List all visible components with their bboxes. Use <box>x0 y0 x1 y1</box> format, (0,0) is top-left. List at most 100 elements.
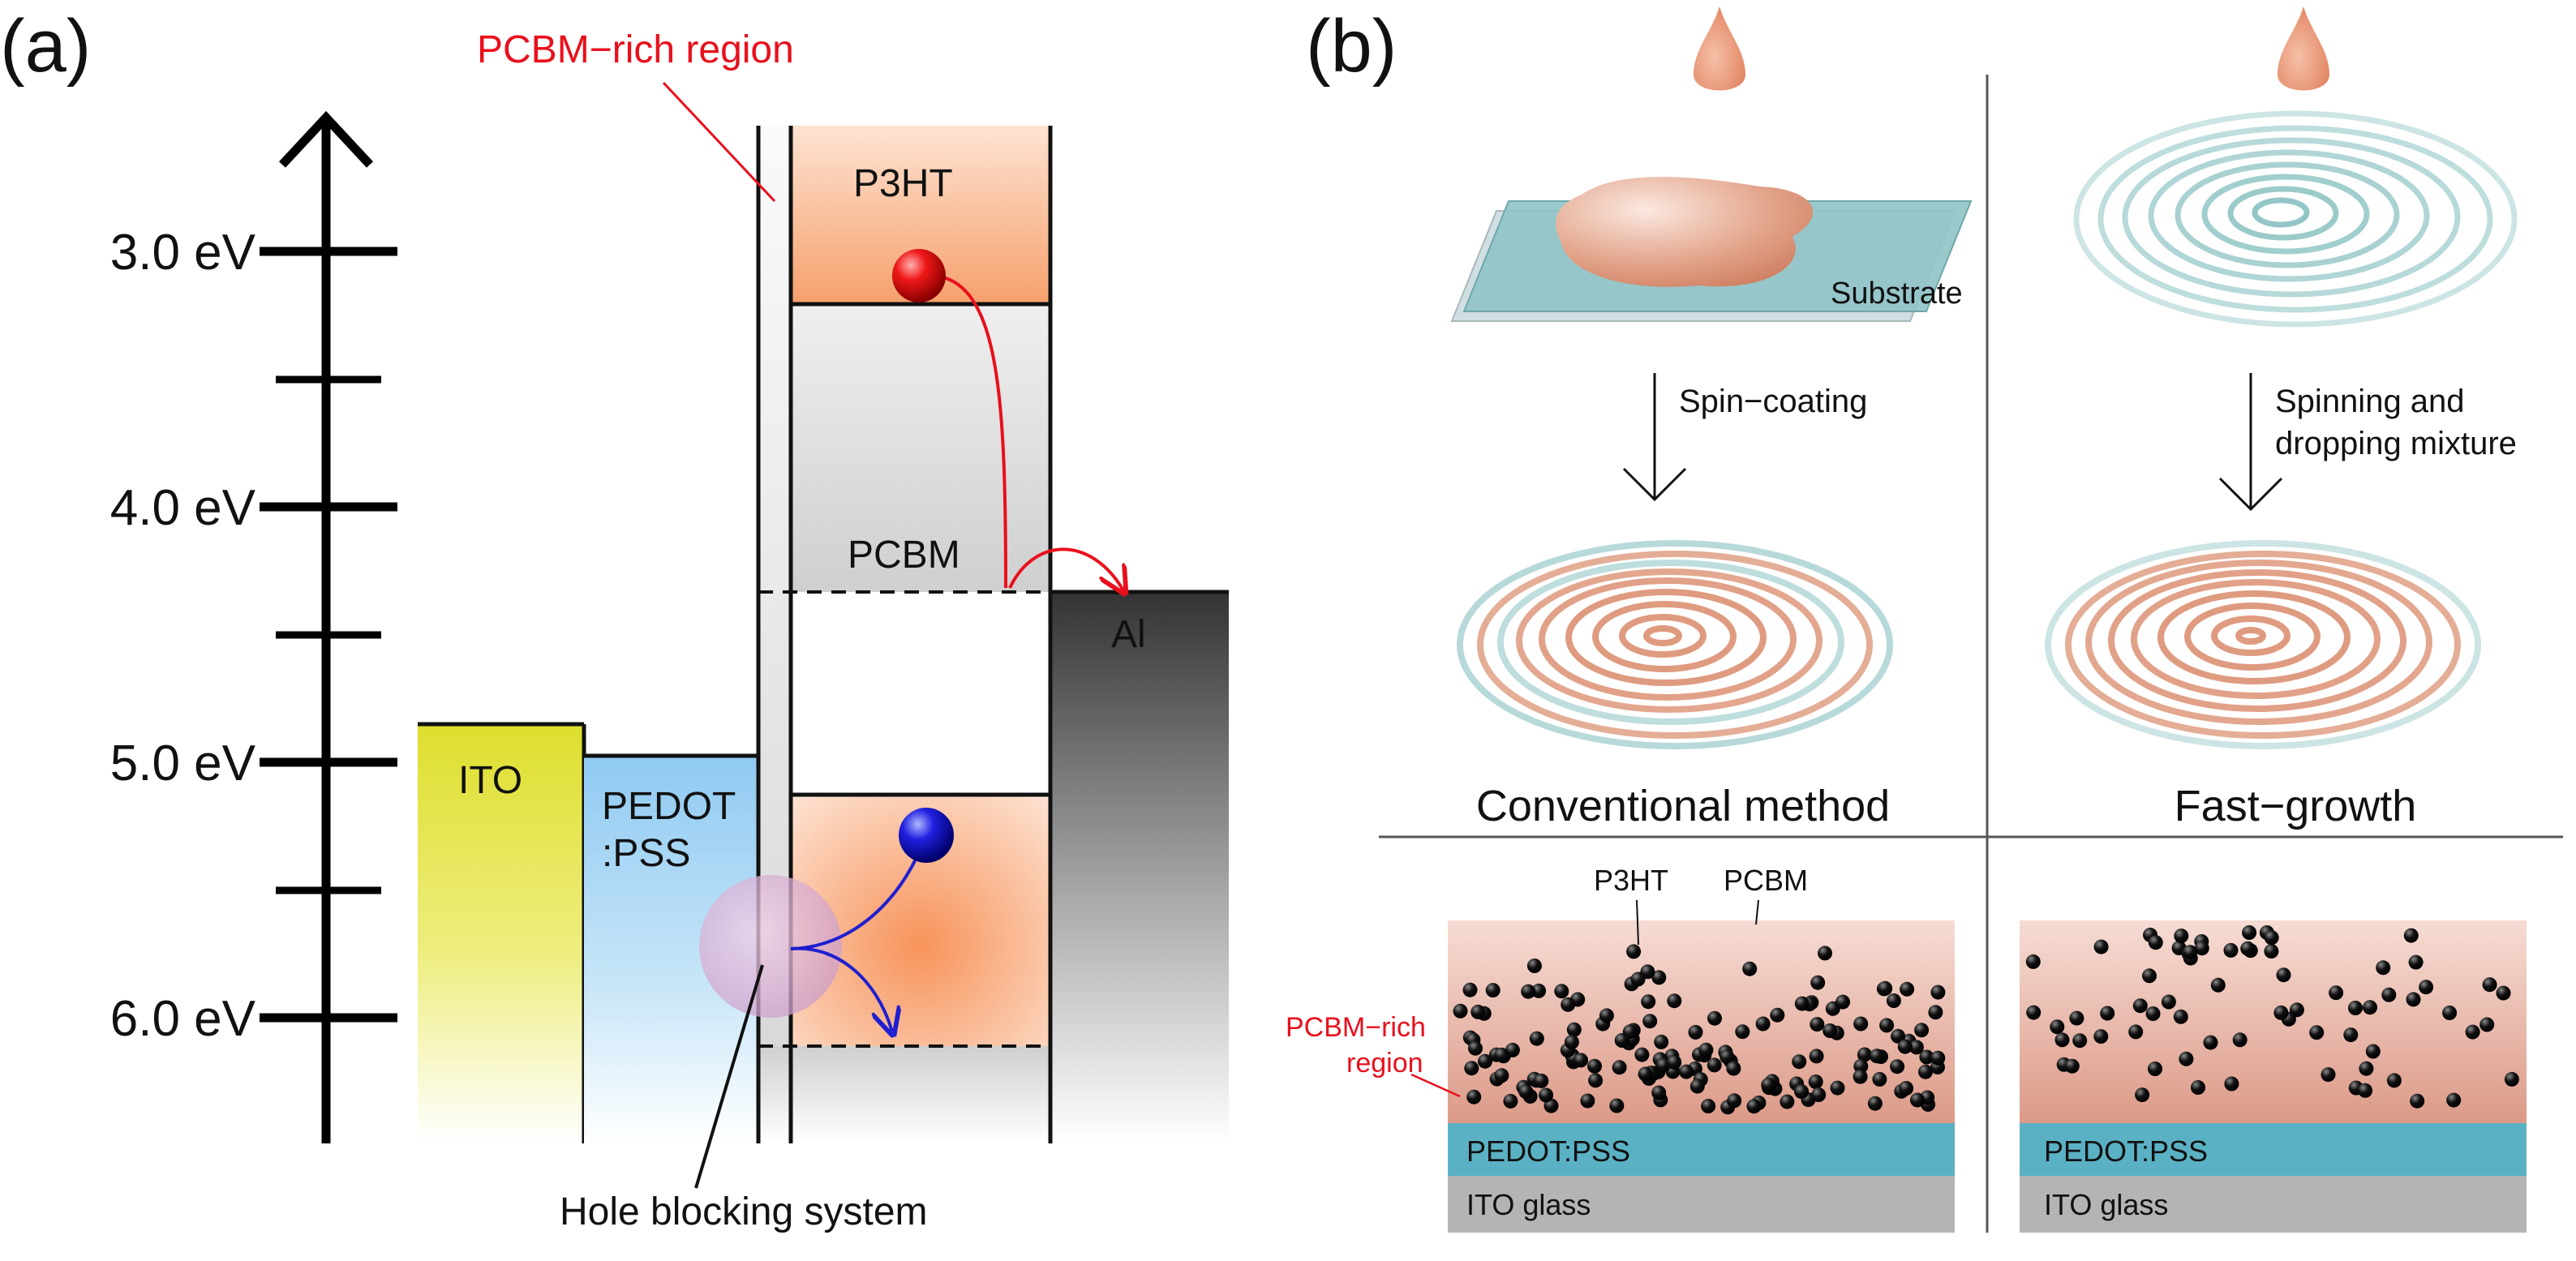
pcbm-particle <box>1879 1018 1895 1033</box>
pcbm-particle <box>1914 1023 1930 1038</box>
pcbm-particle <box>1726 1061 1741 1076</box>
pcbm-particle <box>1823 1023 1838 1038</box>
pcbm-particle <box>2128 1024 2144 1040</box>
pcbm-particle <box>2145 1006 2161 1021</box>
panel-b: (b) Substrate <box>1286 5 2563 1233</box>
pcbm-particle <box>1689 1079 1705 1094</box>
pcbm-particle <box>2223 942 2239 958</box>
pcbm-particle <box>1531 983 1547 998</box>
pcbm-particle <box>1872 1071 1887 1087</box>
al-label: Al <box>1111 613 1146 656</box>
pcbm-particle <box>1930 1050 1946 1066</box>
axis-label-5ev: 5.0 eV <box>110 736 256 791</box>
pcbm-particle <box>1564 1035 1579 1049</box>
process-arrows <box>1622 373 2283 512</box>
pcbm-particle <box>2358 1083 2373 1098</box>
pcbm-particle <box>2072 1033 2088 1049</box>
pcbm-particle <box>1529 1031 1544 1046</box>
pcbm-particle <box>1468 1040 1483 1056</box>
pcbm-particle <box>1634 1047 1650 1062</box>
pcbm-particle <box>1587 1058 1602 1074</box>
pcbm-particle <box>2496 985 2511 1001</box>
pcbm-particle <box>2406 992 2421 1007</box>
pcbm-particle <box>2289 1002 2304 1018</box>
p3ht-label: P3HT <box>853 162 953 205</box>
pcbm-particle <box>1478 1053 1492 1069</box>
band-blocks <box>418 126 1229 1143</box>
hole-blocking-leader <box>694 964 764 1189</box>
pcbm-rich-leader <box>662 81 776 203</box>
pedot-layer-left <box>1448 1123 1955 1176</box>
pcbm-particle <box>1698 1042 1714 1057</box>
ito-label: ITO <box>458 759 522 802</box>
pcbm-particle <box>1853 1058 1869 1074</box>
al-block <box>1050 592 1229 1143</box>
pcbm-particle <box>1640 964 1655 980</box>
cross-section-fast-growth: PEDOT:PSS ITO glass <box>2020 920 2527 1233</box>
fast-growth-title: Fast−growth <box>2175 782 2417 830</box>
wet-film <box>1556 177 1814 287</box>
pcbm-particle <box>2064 1058 2080 1074</box>
pcbm-particle <box>2093 1029 2109 1044</box>
pcbm-particle <box>1503 1093 1518 1109</box>
pcbm-particle <box>1626 944 1642 959</box>
conventional-method-title: Conventional method <box>1476 782 1890 830</box>
pcbm-particle <box>1735 1024 1750 1040</box>
pcbm-particle <box>2376 960 2391 976</box>
section-left-ito-label: ITO glass <box>1466 1188 1591 1221</box>
panel-a: (a) <box>0 5 1229 1233</box>
substrate-label: Substrate <box>1831 277 1963 311</box>
pcbm-particle <box>1886 993 1901 1008</box>
pcbm-label: PCBM <box>848 534 960 577</box>
pcbm-particle <box>1811 1087 1827 1102</box>
pcbm-particle <box>2365 1044 2381 1059</box>
pcbm-particle <box>2026 1005 2041 1020</box>
ito-layer-right <box>2020 1176 2527 1233</box>
gap-block <box>791 592 1050 795</box>
energy-axis: 3.0 eV 4.0 eV 5.0 eV 6.0 eV <box>110 110 397 1143</box>
pcbm-particle <box>1899 1081 1914 1096</box>
pcbm-particle <box>1910 1092 1925 1108</box>
pcbm-particle <box>1891 1028 1906 1044</box>
pcbm-particle <box>2179 1051 2194 1066</box>
axis-arrowhead <box>278 110 374 168</box>
pcbm-particle <box>2100 1006 2115 1021</box>
pcbm-particle <box>2479 1017 2495 1032</box>
pcbm-particle <box>1780 1094 1795 1109</box>
pcbm-particle <box>1641 994 1656 1010</box>
pedot-layer-right <box>2020 1123 2527 1176</box>
pcbm-particle <box>1870 1049 1884 1064</box>
pcbm-particle <box>1679 1064 1694 1079</box>
pcbm-particle <box>2446 1092 2462 1108</box>
pcbm-rich-callout: PCBM−rich region <box>477 28 794 71</box>
pcbm-particle <box>1746 1099 1762 1114</box>
pcbm-particle <box>2135 1087 2150 1103</box>
pcbm-particle <box>2309 1025 2325 1040</box>
conventional-swirl <box>1457 540 1893 749</box>
pcbm-particle <box>1470 1004 1486 1019</box>
pcbm-particle <box>1707 1057 1722 1073</box>
pcbm-particle <box>1651 970 1667 985</box>
section-right-pedot-label: PEDOT:PSS <box>2044 1134 2208 1168</box>
pcbm-particle <box>1485 983 1501 998</box>
pcbm-particle <box>1453 1003 1468 1019</box>
pcbm-particle <box>2242 925 2257 940</box>
pedot-label-line2: :PSS <box>602 832 690 875</box>
pcbm-particle <box>2442 1006 2458 1020</box>
pcbm-particle <box>2276 967 2291 983</box>
pcbm-particle <box>1930 984 1946 1000</box>
pcbm-particle <box>2194 941 2209 956</box>
pcbm-particle <box>1701 1099 1716 1113</box>
hole-blocking-sphere <box>699 875 842 1018</box>
pcbm-particle <box>2232 1032 2248 1048</box>
pcbm-particle <box>1918 1064 1933 1079</box>
pcbm-particle <box>2173 1009 2188 1024</box>
pcbm-particle <box>1554 984 1569 999</box>
pcbm-particle <box>1466 1089 1482 1104</box>
pcbm-particle <box>2386 1073 2402 1088</box>
pcbm-particle <box>1835 994 1850 1010</box>
cross-section-conventional: P3HT PCBM PCBM−rich region PEDOT:PSS ITO… <box>1286 864 1955 1233</box>
axis-label-3ev: 3.0 eV <box>110 225 256 281</box>
axis-minor-ticks <box>276 375 381 894</box>
